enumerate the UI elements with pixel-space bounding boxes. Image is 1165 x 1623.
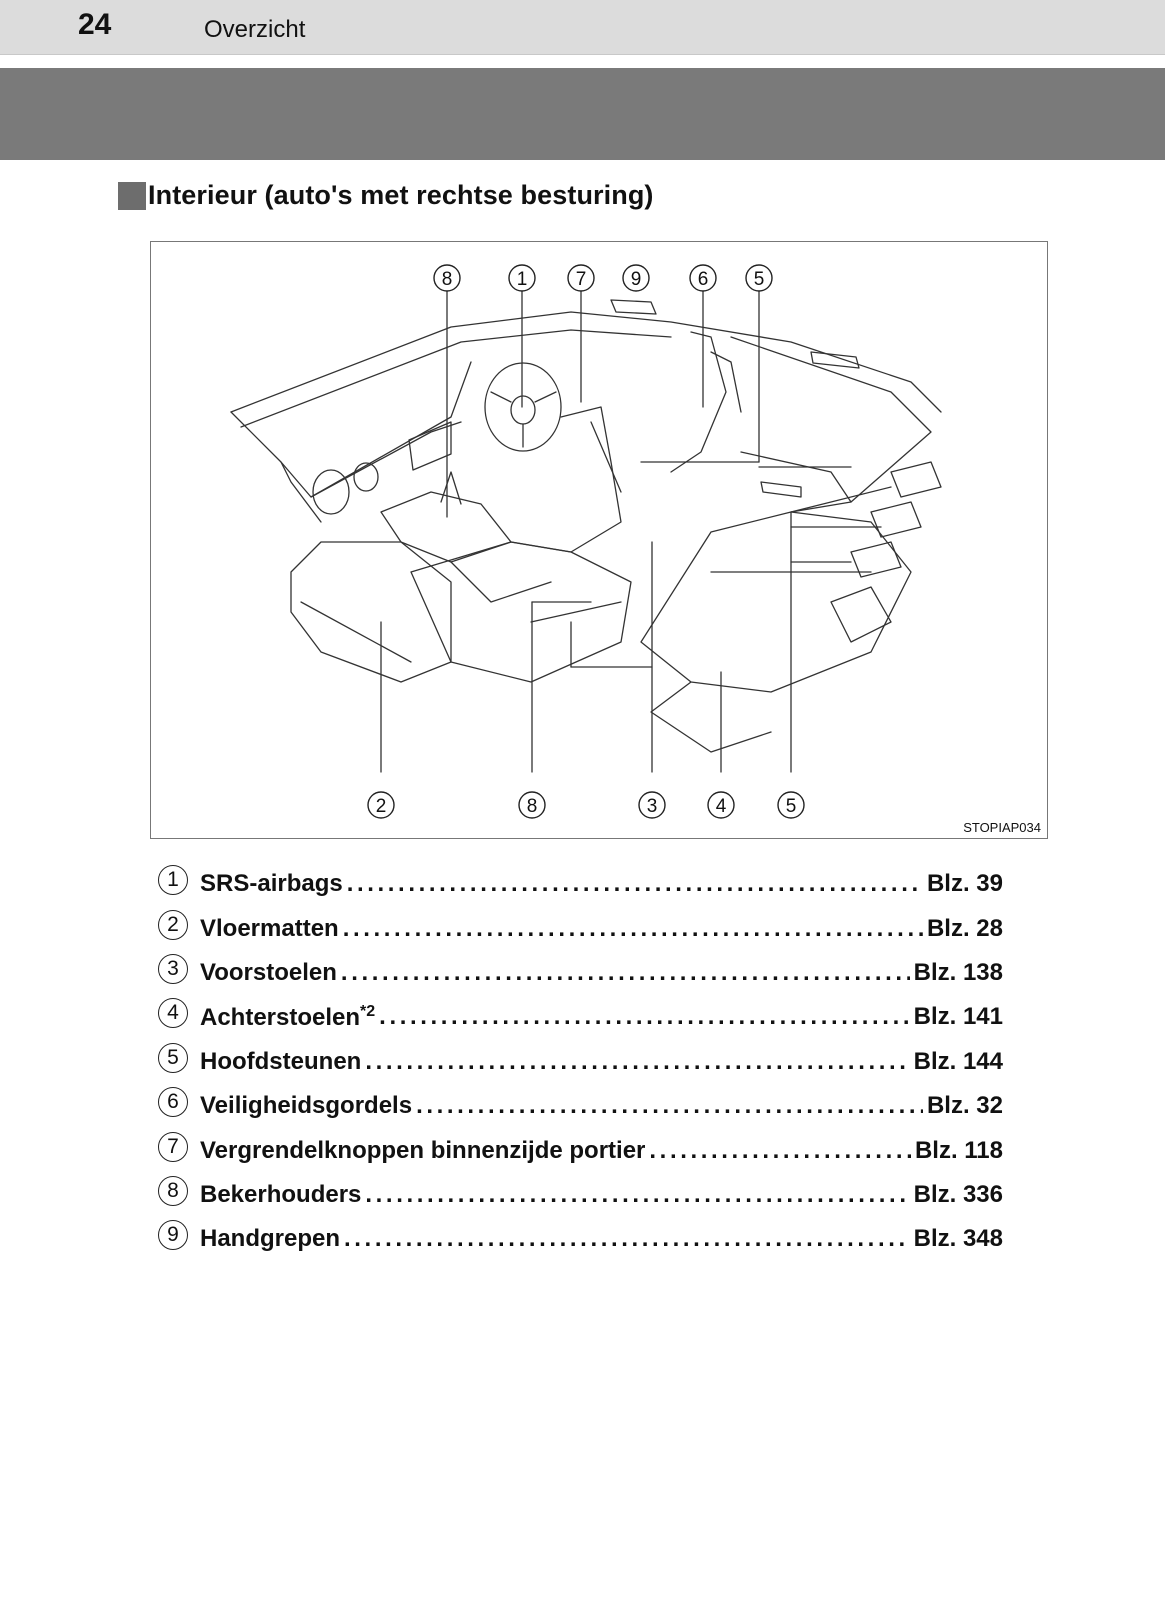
header-band	[0, 68, 1165, 160]
legend-page-ref: Blz. 118	[914, 1136, 1003, 1164]
footnote-marker: *2	[360, 1002, 376, 1020]
legend-page-ref: Blz. 28	[926, 914, 1003, 942]
heading-text: Interieur (auto's met rechtse besturing)	[148, 180, 654, 210]
bottom-callout-label-8: 8	[527, 796, 538, 817]
legend-item: 1 SRS-airbags............................…	[158, 862, 1003, 906]
bottom-callout-label-5: 5	[786, 796, 797, 817]
top-callout-label-9: 9	[631, 269, 642, 290]
top-callout-circle-8	[433, 264, 461, 292]
bottom-callout-circle-4	[707, 791, 735, 819]
legend-page-ref: Blz. 141	[913, 1003, 1003, 1031]
legend-label: Vloermatten	[200, 914, 339, 942]
legend-number-icon: 7	[158, 1131, 188, 1162]
legend-number-icon: 4	[158, 998, 188, 1029]
leader-dots: ........................................…	[416, 1092, 923, 1120]
leader-dots: ........................................…	[340, 958, 910, 986]
top-callout-label-6: 6	[698, 269, 709, 290]
heading-square-icon	[118, 181, 146, 210]
car-interior-drawing: 8 1 7 9 6 5 2 8 3 4 5	[230, 264, 942, 819]
legend-number-icon: 1	[158, 865, 188, 896]
leader-dots: ........................................…	[649, 1136, 911, 1164]
top-callout-circle-9	[622, 264, 650, 292]
legend-item: 4 Achterstoelen*2........................…	[158, 995, 1003, 1039]
section-heading: Interieur (auto's met rechtse besturing)	[118, 180, 654, 211]
bottom-callout-circle-3	[638, 791, 666, 819]
page-header: 24 Overzicht	[0, 0, 1165, 55]
legend-label: SRS-airbags	[200, 870, 343, 898]
top-callout-circle-7	[567, 264, 595, 292]
legend-item: 6 Veiligheidsgordels.....................…	[158, 1084, 1003, 1128]
bottom-callout-label-3: 3	[647, 796, 658, 817]
legend-label: Bekerhouders	[200, 1180, 362, 1208]
top-callout-label-7: 7	[576, 269, 587, 290]
top-callout-label-8: 8	[442, 269, 453, 290]
interior-illustration: 8 1 7 9 6 5 2 8 3 4 5 STOPIAP034	[150, 241, 1048, 839]
legend-number-icon: 3	[158, 953, 188, 984]
legend-label: Hoofdsteunen	[200, 1047, 362, 1075]
page-number: 24	[78, 8, 112, 41]
legend-label: Vergrendelknoppen binnenzijde portier	[200, 1136, 646, 1164]
legend-label: Handgrepen	[200, 1225, 341, 1253]
legend-label: Veiligheidsgordels	[200, 1092, 413, 1120]
legend-page-ref: Blz. 144	[913, 1047, 1003, 1075]
bottom-callout-label-4: 4	[716, 796, 727, 817]
bottom-callout-circle-5	[777, 791, 805, 819]
figure-code: STOPIAP034	[963, 820, 1041, 835]
bottom-callout-circle-2	[367, 791, 395, 819]
legend-page-ref: Blz. 348	[913, 1225, 1003, 1253]
legend-page-ref: Blz. 39	[926, 870, 1003, 898]
legend-label: Voorstoelen	[200, 958, 337, 986]
bottom-callout-circle-8	[518, 791, 546, 819]
bottom-callout-label-2: 2	[376, 796, 387, 817]
leader-dots: ........................................…	[365, 1180, 910, 1208]
legend-number-icon: 5	[158, 1042, 188, 1073]
top-callout-circle-1	[508, 264, 536, 292]
section-name: Overzicht	[204, 16, 306, 43]
bottom-callouts: 2 8 3 4 5	[367, 791, 805, 819]
legend-item: 7 Vergrendelknoppen binnenzijde portier..…	[158, 1128, 1003, 1172]
leader-dots: ........................................…	[342, 914, 923, 942]
legend-page-ref: Blz. 336	[913, 1180, 1003, 1208]
leader-dots: ........................................…	[365, 1047, 910, 1075]
top-callout-label-1: 1	[517, 269, 528, 290]
top-callout-label-5: 5	[754, 269, 765, 290]
legend-item: 9 Handgrepen.............................…	[158, 1217, 1003, 1261]
leader-dots: ........................................…	[379, 1003, 910, 1031]
leader-dots: ........................................…	[344, 1225, 910, 1253]
legend-number-icon: 6	[158, 1087, 188, 1118]
legend-item: 2 Vloermatten............................…	[158, 906, 1003, 950]
leader-dots: ........................................…	[346, 870, 923, 898]
top-callouts: 8 1 7 9 6 5	[433, 264, 773, 292]
legend-label: Achterstoelen*2	[200, 1002, 376, 1031]
legend-number-icon: 2	[158, 909, 188, 940]
top-callout-circle-5	[745, 264, 773, 292]
legend-number-icon: 8	[158, 1175, 188, 1206]
legend-item: 8 Bekerhouders...........................…	[158, 1173, 1003, 1217]
legend-number-icon: 9	[158, 1220, 188, 1251]
legend-item: 5 Hoofdsteunen...........................…	[158, 1040, 1003, 1084]
legend-page-ref: Blz. 32	[926, 1092, 1003, 1120]
top-callout-circle-6	[689, 264, 717, 292]
legend-item: 3 Voorstoelen............................…	[158, 951, 1003, 995]
legend-page-ref: Blz. 138	[913, 958, 1003, 986]
legend-list: 1 SRS-airbags............................…	[158, 862, 1003, 1262]
